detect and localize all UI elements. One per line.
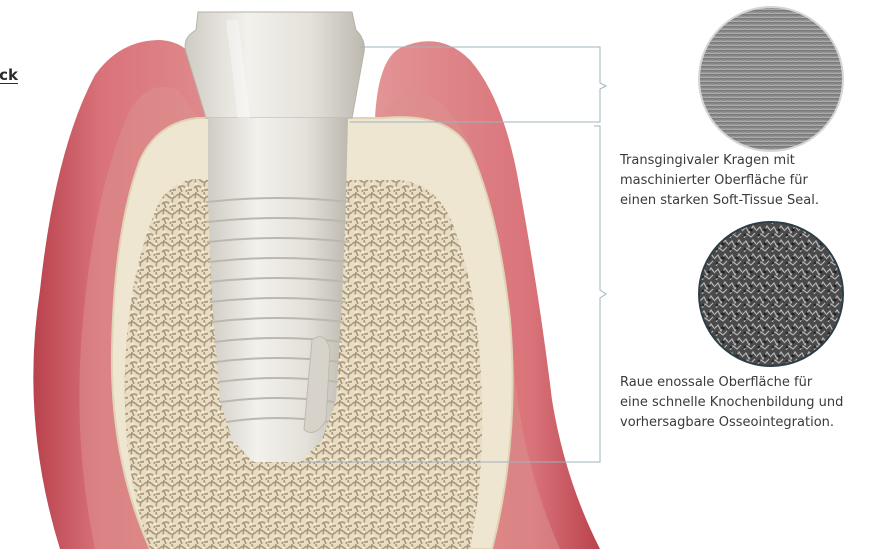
- collar-caption: Transgingivaler Kragen mit maschinierter…: [620, 151, 888, 211]
- bone-caption-line: Raue enossale Oberfläche für: [620, 373, 888, 393]
- bone-caption: Raue enossale Oberfläche für eine schnel…: [620, 373, 888, 433]
- collar-caption-line: einen starken Soft-Tissue Seal.: [620, 191, 888, 211]
- bone-caption-line: eine schnelle Knochenbildung und: [620, 393, 888, 413]
- collar-caption-line: Transgingivaler Kragen mit: [620, 151, 888, 171]
- collar-caption-line: maschinierter Oberfläche für: [620, 171, 888, 191]
- bone-caption-line: vorhersagbare Osseointegration.: [620, 413, 888, 433]
- machined-surface-micrograph-icon: [699, 7, 843, 151]
- rough-surface-micrograph-icon: [699, 222, 843, 366]
